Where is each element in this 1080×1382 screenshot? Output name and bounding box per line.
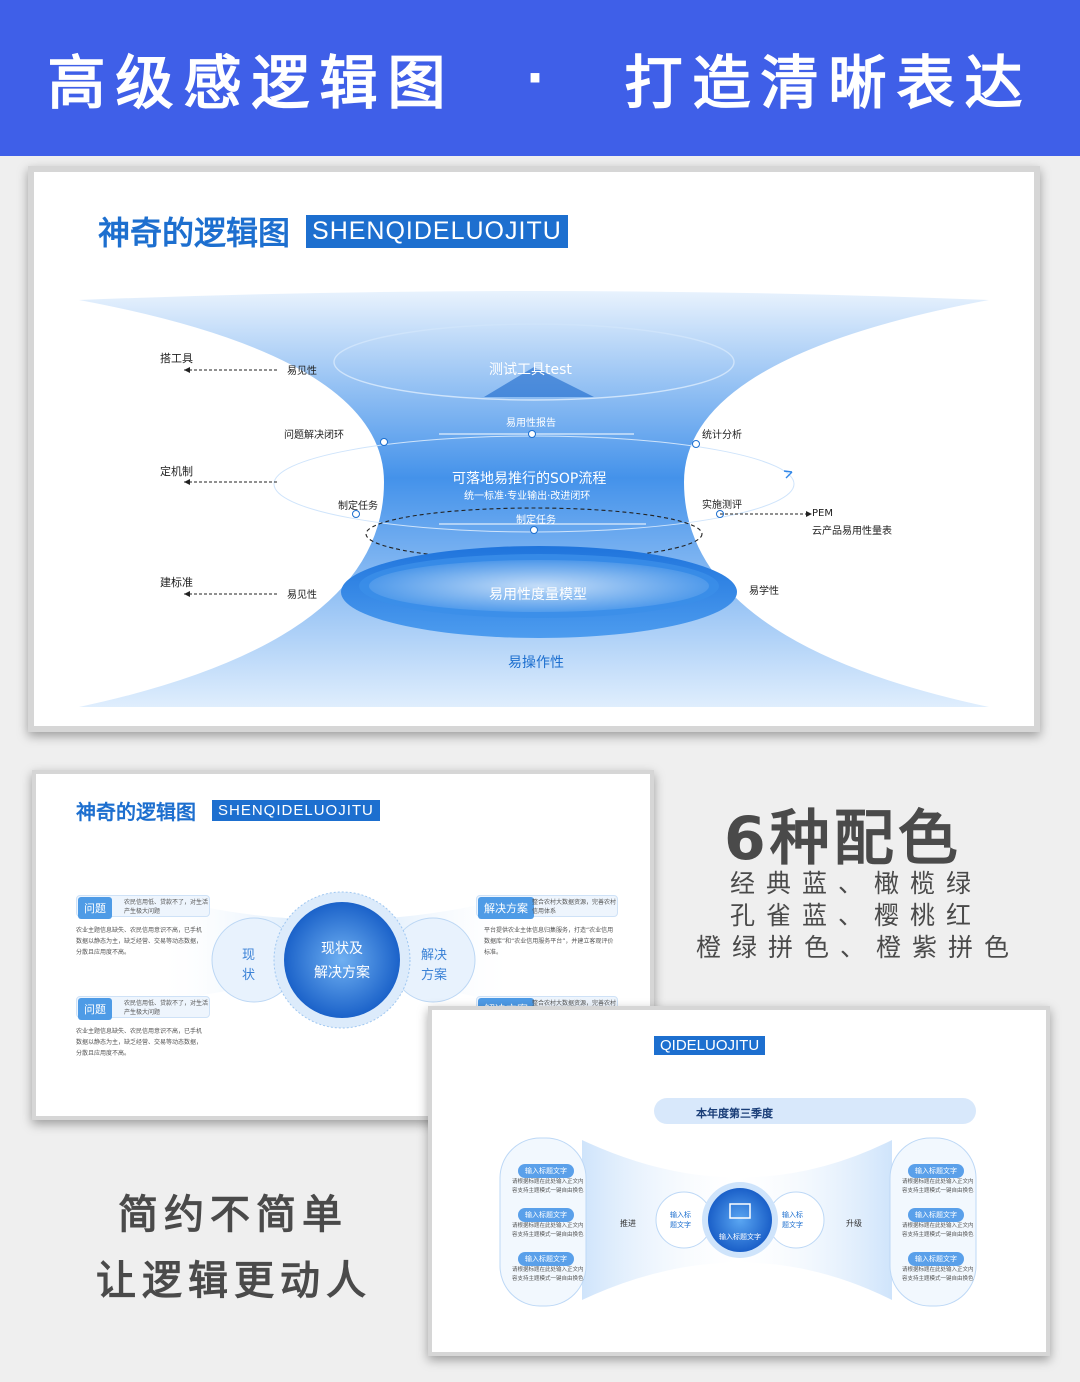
- slide1-title: 神奇的逻辑图 SHENQIDELUOJITU: [98, 208, 568, 254]
- left-task-label: 制定任务: [338, 501, 378, 512]
- left-pill-1-text-b: 容支持主题模式一键自由换色: [512, 1188, 584, 1194]
- right-pill-3[interactable]: 输入标题文字: [908, 1252, 964, 1266]
- left-mech-label: 定机制: [160, 465, 193, 478]
- left-pill-3-text-b: 容支持主题模式一键自由换色: [512, 1276, 584, 1282]
- right-pill-3-text-b: 容支持主题模式一键自由换色: [902, 1276, 974, 1282]
- solution-desc-1: 平台提供农业主体信息归集服务，打造“农业信用数据库”和“农业信用服务平台”，并建…: [484, 927, 614, 956]
- header-left: 高级感逻辑图: [47, 49, 456, 117]
- left-pill-1-text-a: 请根据标题在此处输入正文内: [512, 1179, 584, 1185]
- right-pill-1-text-b: 容支持主题模式一键自由换色: [902, 1188, 974, 1194]
- slogan-line-1: 简约不简单: [118, 1192, 348, 1238]
- solution-tag-1: 解决方案: [478, 897, 534, 919]
- hourglass-diagram: [79, 291, 989, 707]
- report-label: 易用性报告: [506, 418, 556, 429]
- slide-preview-main: 神奇的逻辑图 SHENQIDELUOJITU: [28, 166, 1040, 732]
- right-pill-1-text-a: 请根据标题在此处输入正文内: [902, 1179, 974, 1185]
- slide-preview-quarter: QIDELUOJITU 本年度第三季度 输入标题文字 请根据标题在此处输入正文内…: [428, 1006, 1050, 1356]
- left-tool-label: 搭工具: [160, 352, 193, 365]
- problem-tag-2: 问题: [78, 998, 112, 1020]
- problem-tag-1: 问题: [78, 897, 112, 919]
- right-pem-label: PEM: [812, 508, 833, 519]
- right-pill-2[interactable]: 输入标题文字: [908, 1208, 964, 1222]
- left-pill-1[interactable]: 输入标题文字: [518, 1164, 574, 1178]
- header-dot: ·: [525, 49, 555, 107]
- slide1-title-cn: 神奇的逻辑图: [98, 214, 291, 252]
- header-right: 打造清晰表达: [624, 49, 1033, 117]
- header-banner: 高级感逻辑图 · 打造清晰表达: [0, 0, 1080, 156]
- right-stats-label: 统计分析: [702, 430, 742, 441]
- mid-left-label-2: 题文字: [670, 1221, 691, 1229]
- left-circle-label-2: 状: [242, 968, 256, 983]
- task-mid-label: 制定任务: [516, 515, 556, 526]
- quarter-banner-label: 本年度第三季度: [696, 1107, 773, 1120]
- center-main-label: 可落地易推行的SOP流程: [452, 471, 607, 487]
- right-pill-2-text-a: 请根据标题在此处输入正文内: [902, 1223, 974, 1229]
- color-line-2: 孔雀蓝、樱桃红: [730, 901, 983, 930]
- left-loop-label: 问题解决闭环: [284, 430, 344, 441]
- solution-note-1: 整合农村大数据资源，完善农村信用体系: [532, 899, 617, 915]
- status-solution-diagram: [156, 891, 516, 1029]
- color-line-1: 经典蓝、橄榄绿: [730, 869, 983, 898]
- quarter-center-label: 输入标题文字: [719, 1233, 761, 1241]
- left-pill-2[interactable]: 输入标题文字: [518, 1208, 574, 1222]
- left-vis1-label: 易见性: [287, 366, 317, 377]
- slide-preview-status-solution: 神奇的逻辑图 SHENQIDELUOJITU 问题 农民信用低、贷款不了，对生活…: [32, 770, 654, 1120]
- top-ellipse-label: 测试工具test: [489, 362, 572, 378]
- problem-desc-1: 农业主题信息缺失、农民信用意识不高，已手机数据以静态为主，缺乏经营、交易等动态数…: [76, 927, 203, 956]
- problem-note-2: 农民信用低、贷款不了，对生活产生极大问题: [124, 1000, 209, 1016]
- left-pill-2-text-b: 容支持主题模式一键自由换色: [512, 1232, 584, 1238]
- quarter-banner: [654, 1098, 976, 1124]
- mid-left-label-1: 输入标: [670, 1211, 691, 1219]
- right-pill-3-text-a: 请根据标题在此处输入正文内: [902, 1267, 974, 1273]
- slide3-title-en: QIDELUOJITU: [654, 1036, 766, 1055]
- hourglass-shape: [79, 291, 989, 707]
- push-label: 推进: [620, 1219, 636, 1228]
- right-circle-label-2: 方案: [421, 968, 448, 983]
- slide2-title: 神奇的逻辑图 SHENQIDELUOJITU: [76, 796, 380, 825]
- left-pill-3-text-a: 请根据标题在此处输入正文内: [512, 1267, 584, 1273]
- top-triangle: [484, 367, 594, 397]
- slide2-title-cn: 神奇的逻辑图: [76, 800, 196, 824]
- center-sub-label: 统一标准·专业输出·改进闭环: [464, 491, 591, 502]
- right-circle-label-1: 解决: [421, 948, 448, 963]
- right-pem-sub-label: 云产品易用性量表: [812, 526, 892, 537]
- left-pill-3[interactable]: 输入标题文字: [518, 1252, 574, 1266]
- slogan-line-2: 让逻辑更动人: [96, 1258, 372, 1304]
- left-std-label: 建标准: [160, 576, 193, 589]
- left-vis2-label: 易见性: [287, 590, 317, 601]
- top-ellipse: [333, 323, 735, 401]
- problem-note-1: 农民信用低、贷款不了，对生活产生极大问题: [124, 899, 209, 915]
- right-pill-2-text-b: 容支持主题模式一键自由换色: [902, 1232, 974, 1238]
- color-count-title: 6种配色: [724, 804, 962, 874]
- right-learn-label: 易学性: [749, 586, 779, 597]
- center-circle-label-1: 现状及: [321, 941, 363, 957]
- color-line-3: 橙绿拼色、橙紫拼色: [696, 933, 1021, 962]
- task-ellipse: [365, 507, 703, 561]
- left-pill-2-text-a: 请根据标题在此处输入正文内: [512, 1223, 584, 1229]
- bottom-label: 易操作性: [508, 655, 564, 671]
- base-label: 易用性度量模型: [489, 587, 587, 603]
- slide2-title-en: SHENQIDELUOJITU: [212, 800, 380, 821]
- right-exec-label: 实施测评: [702, 500, 742, 511]
- upgrade-label: 升级: [846, 1219, 862, 1228]
- center-circle-label-2: 解决方案: [314, 965, 370, 981]
- problem-desc-2: 农业主题信息缺失、农民信用意识不高，已手机数据以静态为主，缺乏经营、交易等动态数…: [76, 1028, 203, 1057]
- slide1-title-en: SHENQIDELUOJITU: [306, 214, 568, 248]
- mid-right-label-2: 题文字: [782, 1221, 803, 1229]
- left-circle-label-1: 现: [242, 948, 256, 963]
- mid-right-label-1: 输入标: [782, 1211, 803, 1219]
- right-pill-1[interactable]: 输入标题文字: [908, 1164, 964, 1178]
